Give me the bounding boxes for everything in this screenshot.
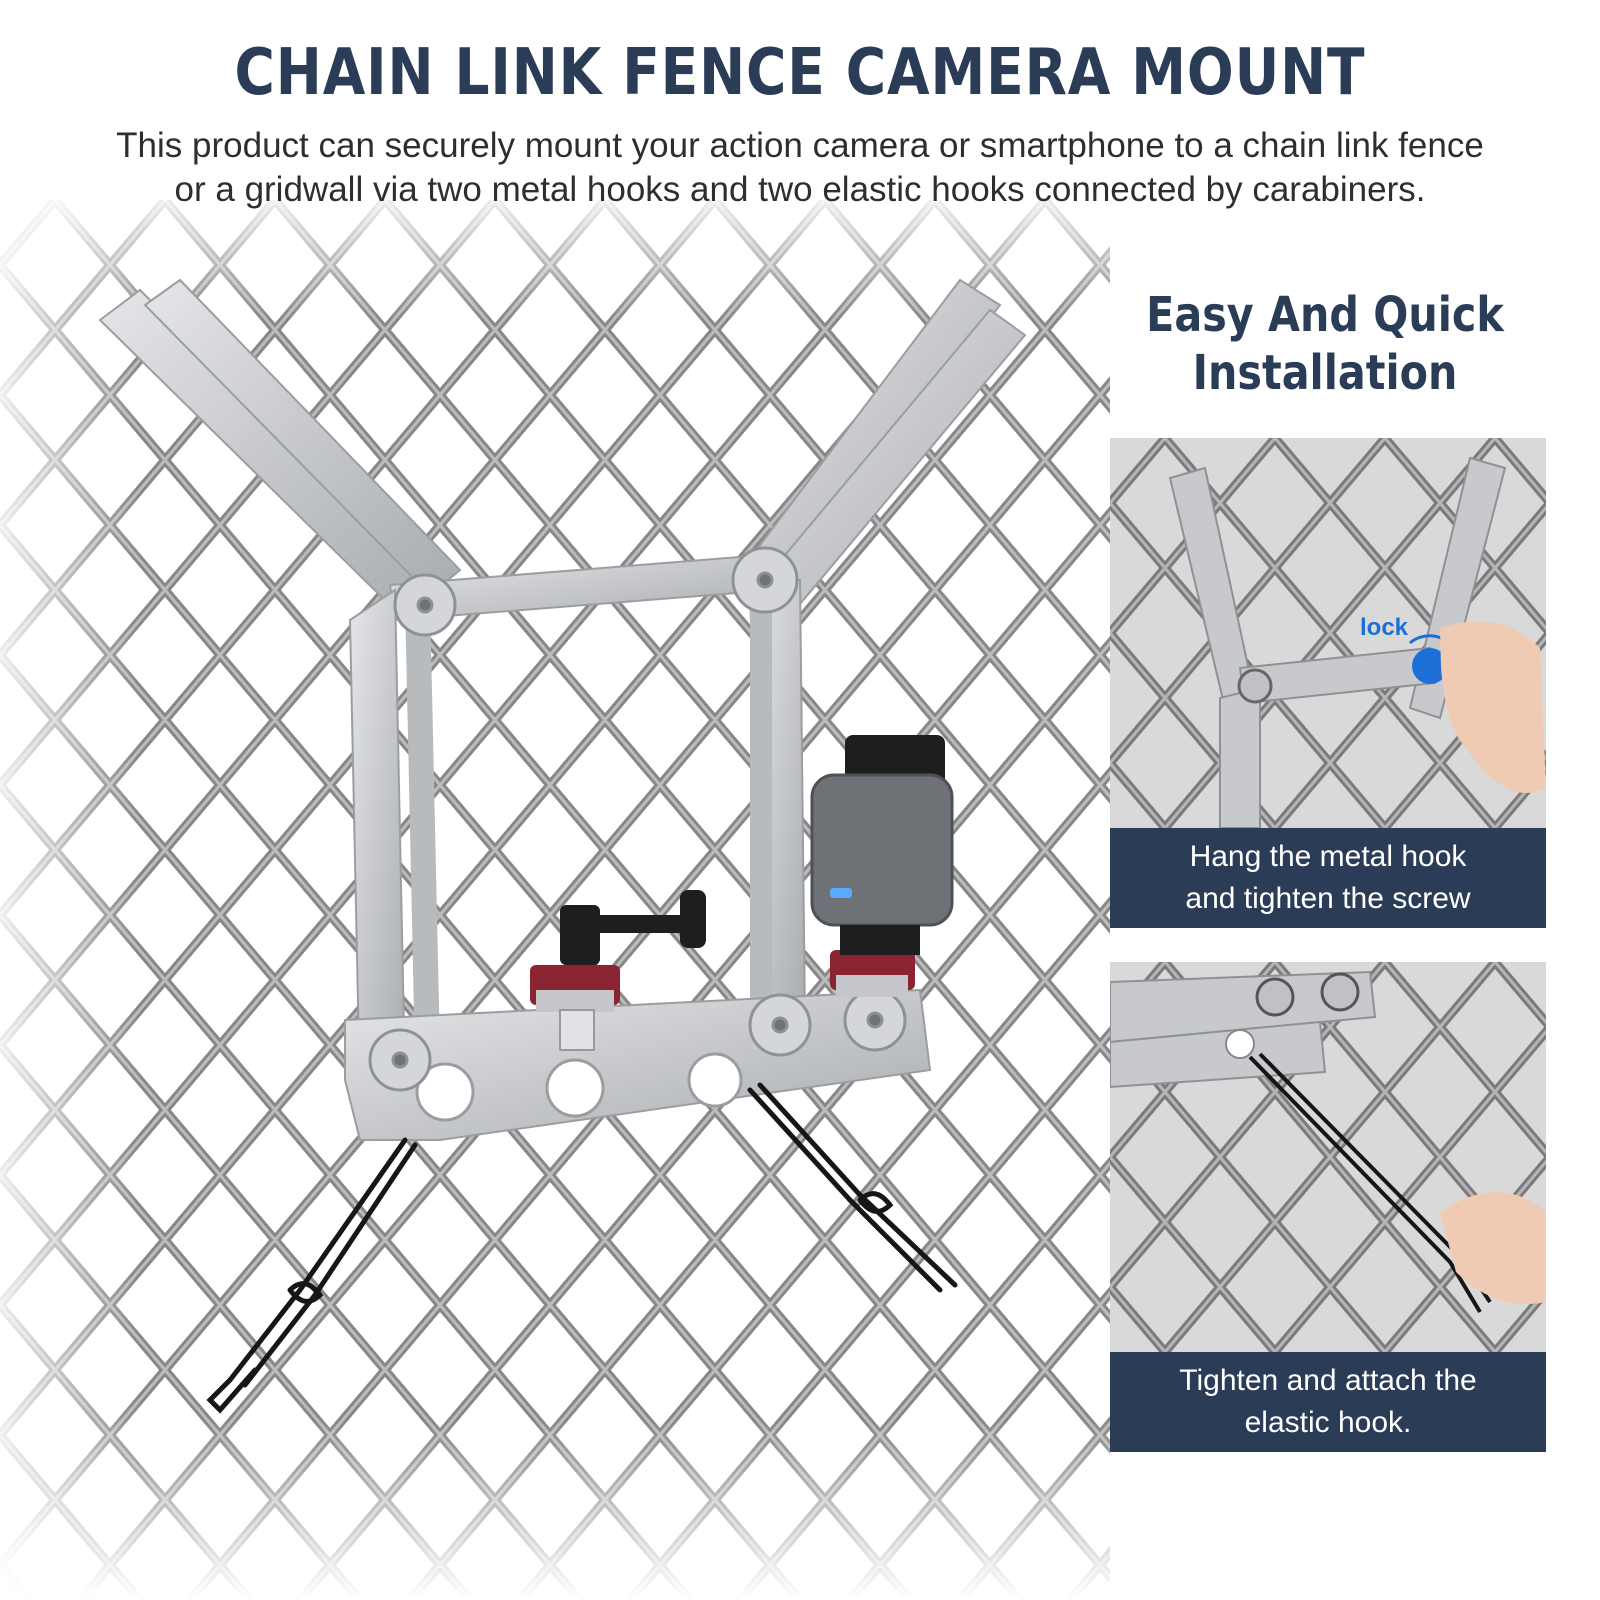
- action-camera: [810, 735, 954, 955]
- frame-knobs: [368, 546, 907, 1092]
- left-arm: [98, 278, 462, 622]
- step-1-panel: lock Hang the metal hook and tighten the…: [1110, 438, 1546, 928]
- elastic-hook: [206, 1082, 958, 1414]
- cold-shoe-mounts: [530, 950, 915, 1051]
- hand: [1440, 1192, 1546, 1304]
- camera-mount-frame: [98, 278, 1027, 1414]
- gopro-adapter: [560, 890, 706, 965]
- header: CHAIN LINK FENCE CAMERA MOUNT This produ…: [0, 36, 1600, 212]
- step-1-photo: [1110, 438, 1546, 828]
- side-heading: Easy And Quick Installation: [1146, 287, 1504, 401]
- elastic-hook: [1248, 1055, 1482, 1314]
- blue-lock-knob: [1412, 648, 1448, 684]
- step-1-caption: Hang the metal hook and tighten the scre…: [1110, 828, 1546, 928]
- step-2-caption: Tighten and attach the elastic hook.: [1110, 1352, 1546, 1452]
- lock-annotation: lock: [1360, 614, 1409, 641]
- page-title: CHAIN LINK FENCE CAMERA MOUNT: [234, 36, 1366, 110]
- fence-fade-top: [0, 180, 1600, 320]
- step-2-photo: [1110, 962, 1546, 1352]
- page-subtitle: This product can securely mount your act…: [116, 126, 1484, 209]
- step-2-panel: Tighten and attach the elastic hook.: [1110, 962, 1546, 1452]
- hand: [1440, 621, 1546, 793]
- fence-fade-left: [0, 200, 140, 1600]
